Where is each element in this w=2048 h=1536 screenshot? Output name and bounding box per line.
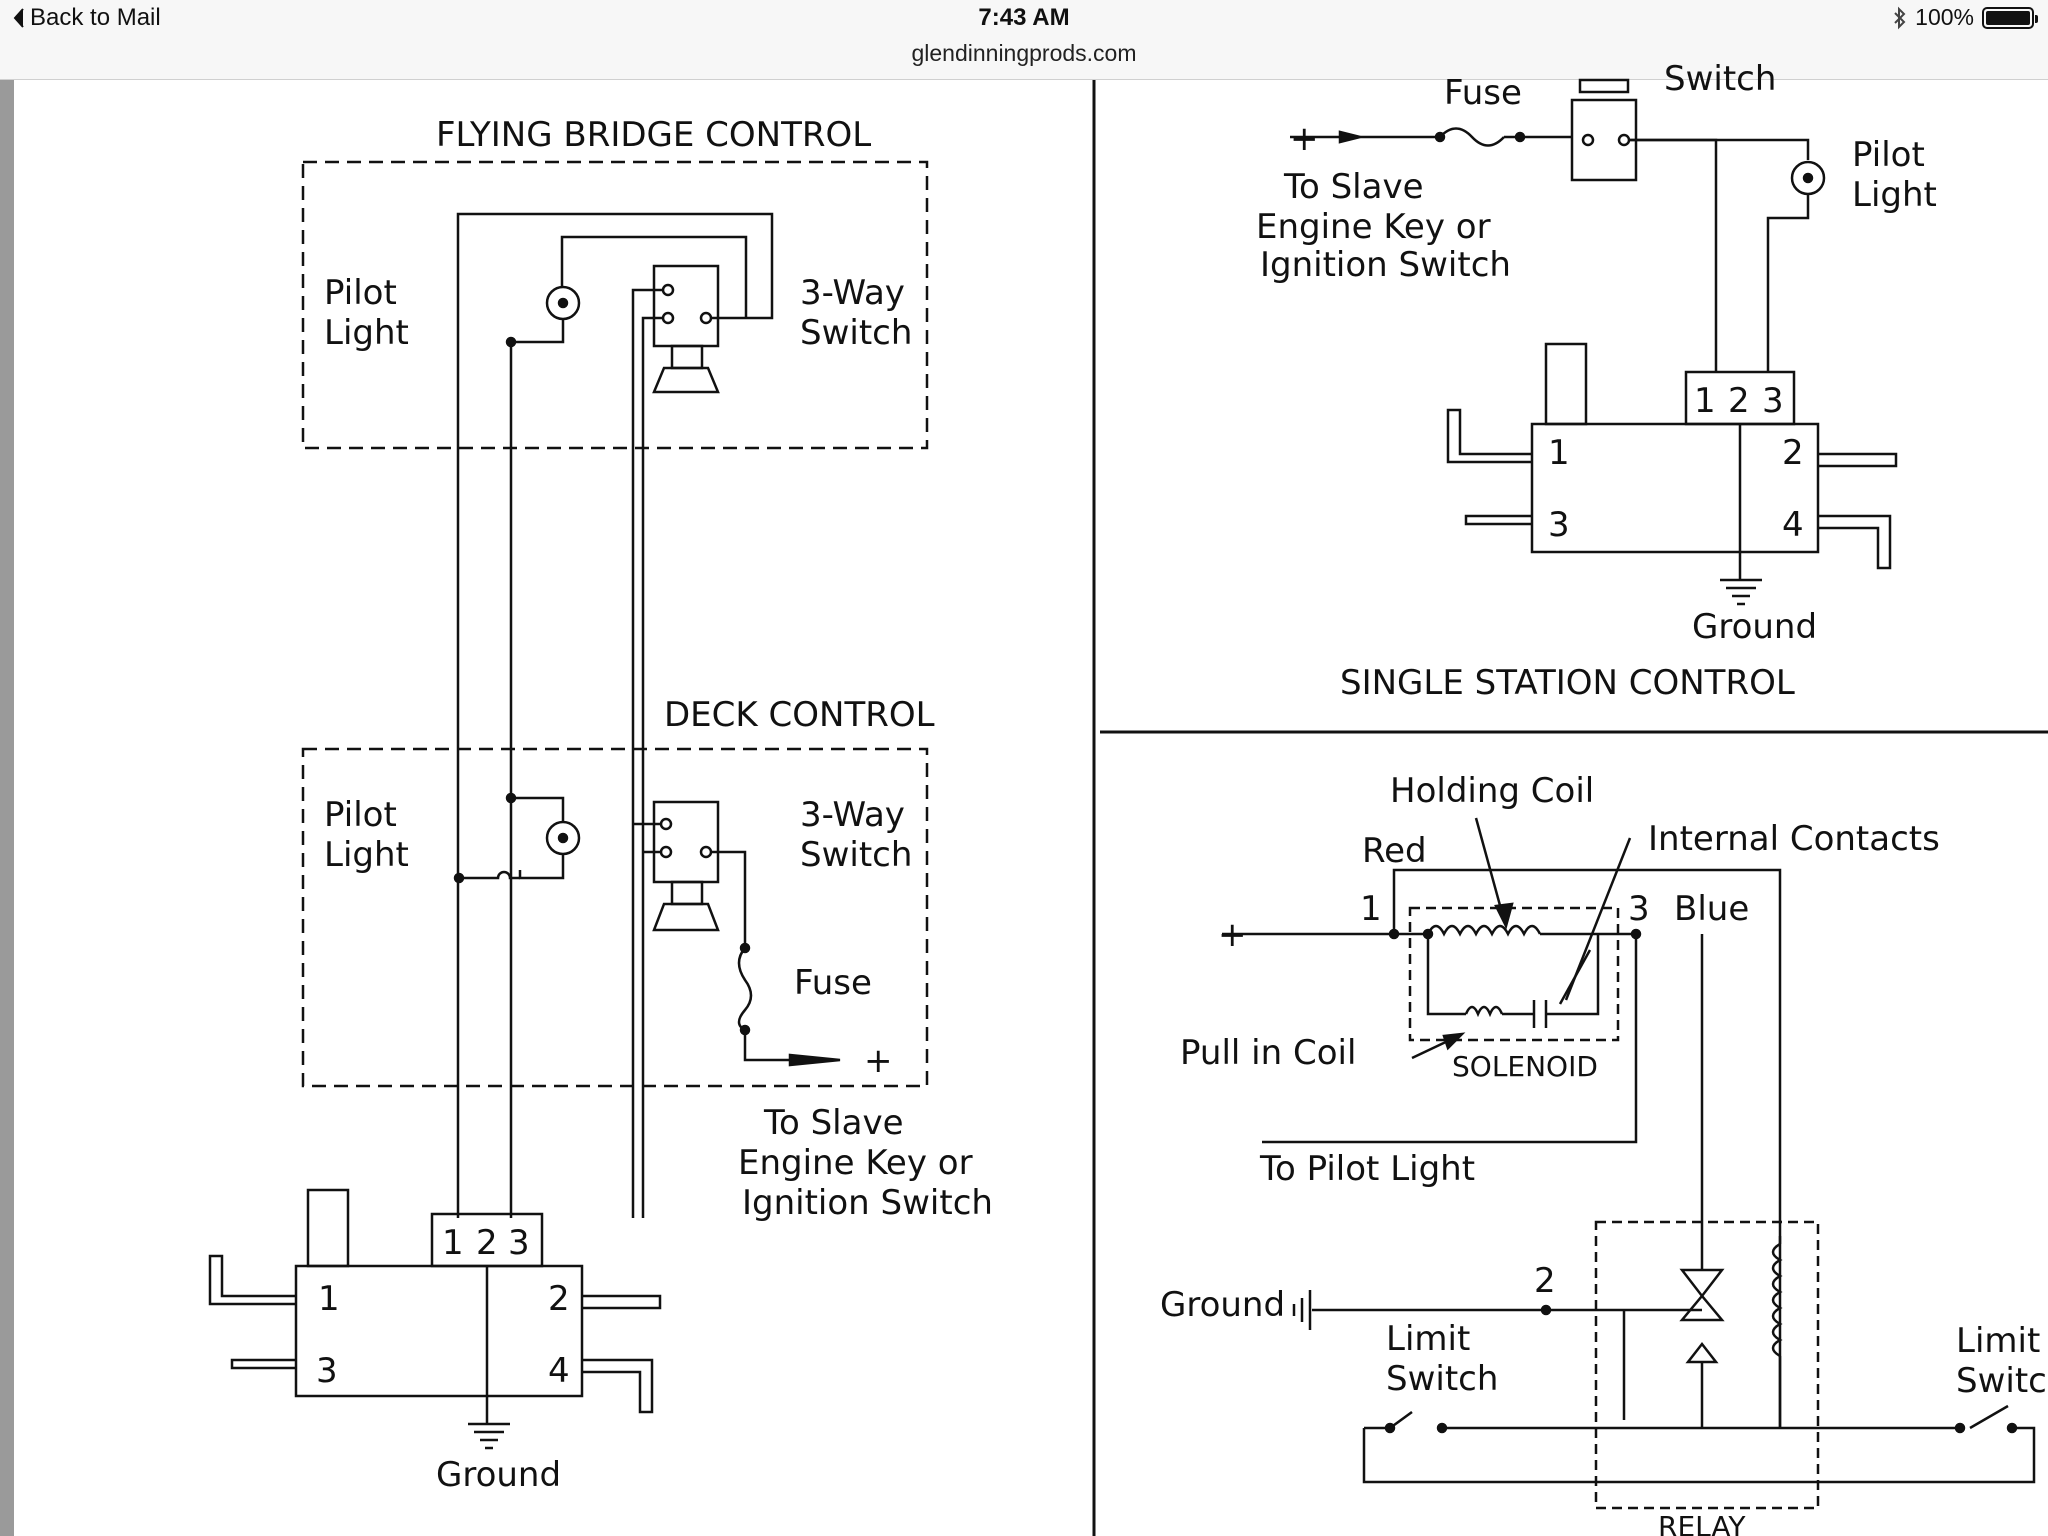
- ss-plus-label: +: [1290, 119, 1319, 159]
- limit-switch-right-1: Limit: [1956, 1321, 2040, 1361]
- flying-bridge-title: FLYING BRIDGE CONTROL: [436, 115, 871, 155]
- dual-strip-2: 2: [476, 1223, 498, 1263]
- ss-switch-label: Switch: [1664, 59, 1776, 99]
- fb-switch-label-1: 3-Way: [800, 273, 905, 313]
- ss-term-2: 2: [1782, 433, 1804, 473]
- blue-label: Blue: [1674, 889, 1749, 929]
- deck-switch-label-2: Switch: [800, 835, 912, 875]
- deck-pilot-label-1: Pilot: [324, 795, 397, 835]
- status-bar: Back to Mail 7:43 AM glendinningprods.co…: [0, 0, 2048, 80]
- battery-percent: 100%: [1915, 4, 1974, 30]
- ss-strip-3: 3: [1762, 381, 1784, 421]
- ss-pilot-label-2: Light: [1852, 175, 1937, 215]
- pull-in-coil-label: Pull in Coil: [1180, 1033, 1356, 1073]
- deck-title: DECK CONTROL: [664, 695, 935, 735]
- bluetooth-icon: [1894, 6, 1906, 29]
- deck-switch-label-1: 3-Way: [800, 795, 905, 835]
- fb-switch-label-2: Switch: [800, 313, 912, 353]
- battery-icon: [1982, 6, 2038, 29]
- back-label: Back to Mail: [30, 4, 161, 31]
- clock: 7:43 AM: [978, 4, 1070, 31]
- ss-term-3: 3: [1548, 505, 1570, 545]
- limit-switch-right-2: Switch: [1956, 1361, 2048, 1401]
- relay-label: RELAY: [1658, 1510, 1746, 1536]
- deck-fuse-label: Fuse: [794, 963, 872, 1003]
- ss-strip-2: 2: [1728, 381, 1750, 421]
- holding-coil-label: Holding Coil: [1390, 771, 1594, 811]
- back-chevron-icon: [13, 8, 24, 28]
- terminal-1-label: 1: [1360, 889, 1382, 929]
- status-indicators: 100%: [1893, 4, 2038, 31]
- deck-pilot-label-2: Light: [324, 835, 409, 875]
- to-pilot-light-label: To Pilot Light: [1259, 1149, 1475, 1189]
- dual-term-4: 4: [548, 1351, 570, 1391]
- ss-ground-label: Ground: [1692, 607, 1817, 647]
- red-label: Red: [1362, 831, 1427, 871]
- ss-term-4: 4: [1782, 505, 1804, 545]
- dual-term-2: 2: [548, 1279, 570, 1319]
- limit-switch-left-1: Limit: [1386, 1319, 1470, 1359]
- dual-strip-1: 1: [442, 1223, 464, 1263]
- solenoid-plus-label: +: [1218, 915, 1247, 955]
- limit-switch-left-2: Switch: [1386, 1359, 1498, 1399]
- fb-pilot-label-1: Pilot: [324, 273, 397, 313]
- left-scroll-edge: [0, 80, 14, 1536]
- ss-pilot-label-1: Pilot: [1852, 135, 1925, 175]
- internal-contacts-label: Internal Contacts: [1648, 819, 1940, 859]
- dual-term-1: 1: [318, 1279, 340, 1319]
- relay-ground-label: Ground: [1160, 1285, 1285, 1325]
- back-to-mail-button[interactable]: Back to Mail: [12, 4, 161, 32]
- ss-fuse-label: Fuse: [1444, 73, 1522, 113]
- ss-term-1: 1: [1548, 433, 1570, 473]
- dual-term-3: 3: [316, 1351, 338, 1391]
- dual-strip-3: 3: [508, 1223, 530, 1263]
- single-station-title: SINGLE STATION CONTROL: [1340, 663, 1795, 703]
- ss-to-slave-2: Engine Key or: [1256, 207, 1491, 247]
- deck-to-slave-1: To Slave: [763, 1103, 904, 1143]
- battery-fill: [1986, 10, 2030, 25]
- ss-to-slave-1: To Slave: [1283, 167, 1424, 207]
- ss-strip-1: 1: [1694, 381, 1716, 421]
- ss-to-slave-3: Ignition Switch: [1260, 245, 1511, 285]
- terminal-2-label: 2: [1534, 1261, 1556, 1301]
- dual-ground-label: Ground: [436, 1455, 561, 1495]
- deck-to-slave-2: Engine Key or: [738, 1143, 973, 1183]
- terminal-3-label: 3: [1628, 889, 1650, 929]
- deck-to-slave-3: Ignition Switch: [742, 1183, 993, 1223]
- solenoid-label: SOLENOID: [1452, 1050, 1598, 1083]
- fb-pilot-label-2: Light: [324, 313, 409, 353]
- deck-plus-label: +: [864, 1041, 893, 1081]
- address-url[interactable]: glendinningprods.com: [911, 40, 1137, 66]
